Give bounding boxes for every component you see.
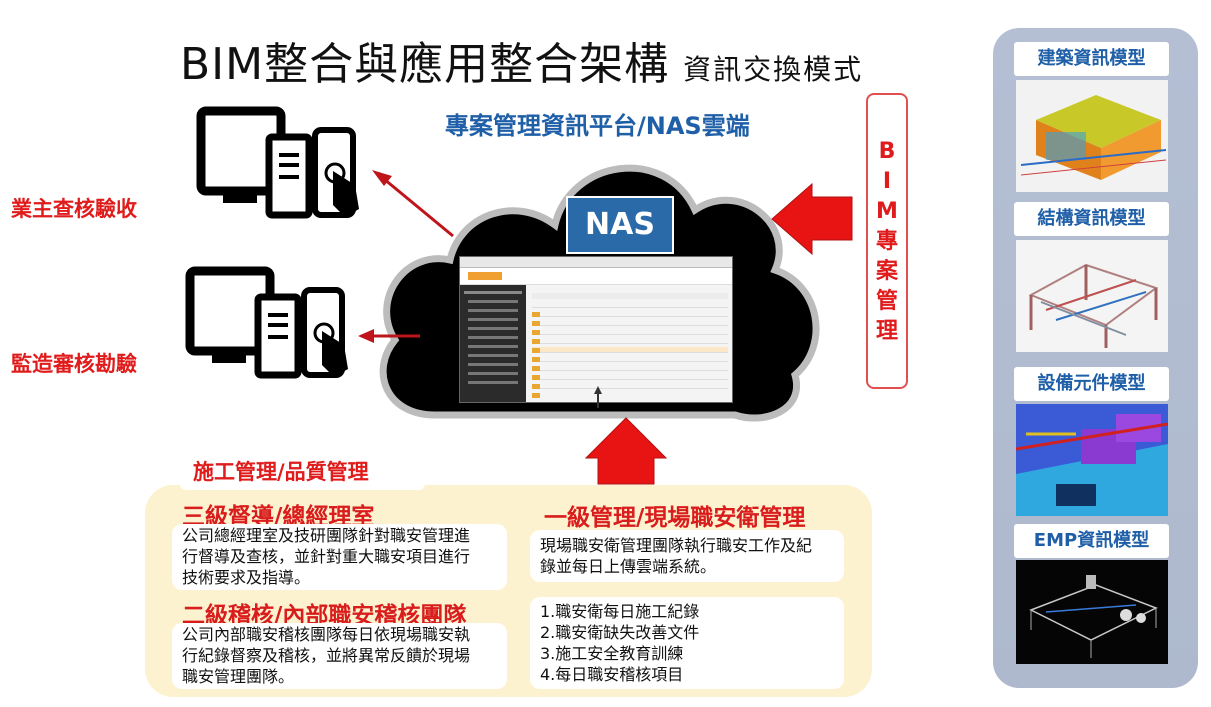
- owner-label: 業主查核驗收: [11, 197, 137, 221]
- bim-char: M: [876, 199, 898, 224]
- level2-line: 公司內部職安稽核團隊每日依現場職安執: [182, 625, 471, 644]
- level1-items-card: 1.職安衛每日施工紀錄 2.職安衛缺失改善文件 3.施工安全教育訓練 4.每日職…: [530, 597, 844, 689]
- bim-char: 案: [875, 259, 898, 284]
- bim-char: 專: [875, 229, 898, 254]
- bim-models-panel: 建築資訊模型 結構資訊模型 設備元件模型: [993, 28, 1198, 688]
- list-item: 4.每日職安稽核項目: [540, 665, 684, 684]
- level2-line: 行紀錄督察及稽核，並將異常反饋於現場: [182, 646, 471, 665]
- bim-char: 理: [875, 319, 898, 344]
- level1-line: 錄並每日上傳雲端系統。: [540, 557, 717, 576]
- management-label-backdrop: [180, 452, 425, 490]
- model-label-architecture: 建築資訊模型: [1014, 42, 1169, 76]
- structure-model-image: [1016, 240, 1168, 352]
- model-label-emp: EMP資訊模型: [1014, 524, 1169, 558]
- emp-model-image: [1016, 560, 1168, 664]
- nas-badge: NAS: [566, 196, 674, 254]
- devices-owner-icon: [196, 106, 359, 219]
- level3-line: 技術要求及指導。: [182, 568, 311, 587]
- bim-project-management-box: B I M 專 案 管 理: [866, 93, 908, 389]
- level3-line: 行督導及查核，並針對重大職安項目進行: [182, 547, 471, 566]
- list-item: 3.施工安全教育訓練: [540, 644, 684, 663]
- model-label-equipment: 設備元件模型: [1014, 367, 1169, 401]
- level3-line: 公司總經理室及技研團隊針對職安管理進: [182, 526, 471, 545]
- platform-title: 專案管理資訊平台/NAS雲端: [445, 112, 750, 140]
- level1-line: 現場職安衛管理團隊執行職安工作及紀: [540, 536, 813, 555]
- management-label: 施工管理/品質管理: [193, 460, 369, 484]
- level2-card: 公司內部職安稽核團隊每日依現場職安執 行紀錄督察及稽核，並將異常反饋於現場 職安…: [172, 623, 507, 689]
- page-title: BIM整合與應用整合架構資訊交換模式: [180, 28, 863, 92]
- level3-card: 公司總經理室及技研團隊針對職安管理進 行督導及查核，並針對重大職安項目進行 技術…: [172, 524, 507, 590]
- level2-line: 職安管理團隊。: [182, 667, 295, 686]
- bim-char: B: [878, 139, 896, 164]
- list-item: 1.職安衛每日施工紀錄: [540, 602, 700, 621]
- supervisor-label: 監造審核勘驗: [11, 352, 137, 376]
- model-label-structure: 結構資訊模型: [1014, 202, 1169, 236]
- level1-title: 一級管理/現場職安衛管理: [544, 505, 806, 531]
- architecture-model-image: [1016, 80, 1168, 192]
- file-station-screenshot: [459, 256, 733, 403]
- list-item: 2.職安衛缺失改善文件: [540, 623, 700, 642]
- level1-card: 現場職安衛管理團隊執行職安工作及紀 錄並每日上傳雲端系統。: [530, 530, 844, 582]
- title-sub: 資訊交換模式: [683, 53, 864, 86]
- devices-supervisor-icon: [185, 266, 348, 379]
- bim-char: 管: [875, 289, 898, 314]
- title-main: BIM整合與應用整合架構: [180, 39, 670, 90]
- equipment-model-image: [1016, 404, 1168, 516]
- bim-char: I: [882, 169, 892, 194]
